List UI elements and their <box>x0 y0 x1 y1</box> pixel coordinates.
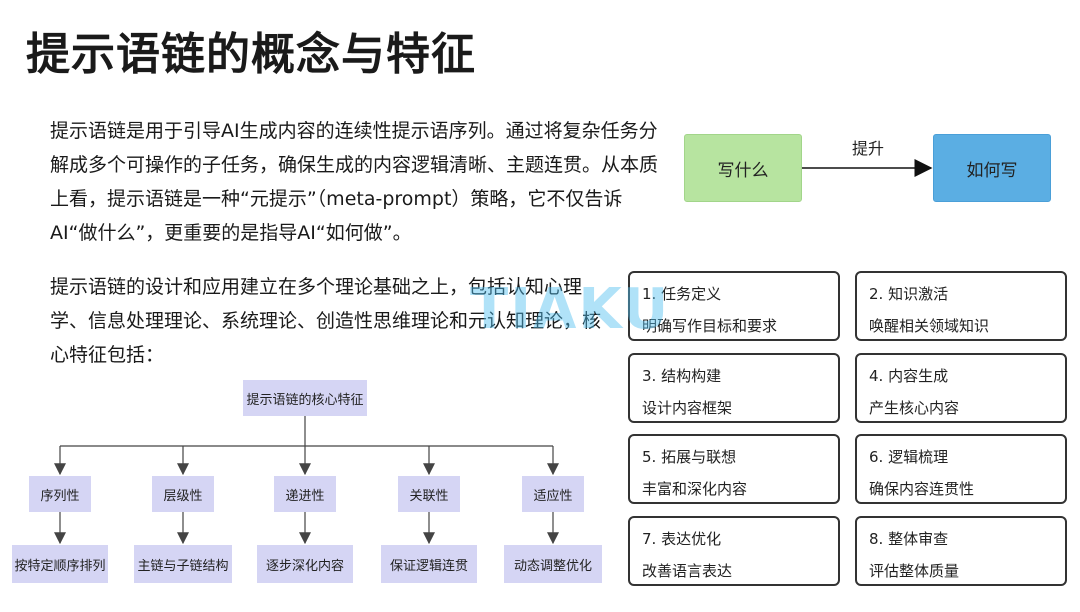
step-desc: 明确写作目标和要求 <box>642 317 778 335</box>
step-desc: 丰富和深化内容 <box>642 480 748 498</box>
step-card-4: 4. 内容生成 产生核心内容 <box>855 353 1067 423</box>
step-desc: 确保内容连贯性 <box>869 480 975 498</box>
watermark: TIAKU <box>470 277 671 342</box>
tree-leaf-relevance: 保证逻辑连贯 <box>381 545 477 583</box>
tree-leaf-progression: 逐步深化内容 <box>257 545 353 583</box>
tree-node-hierarchy: 层级性 <box>152 476 214 512</box>
step-title: 4. 内容生成 <box>869 367 949 385</box>
tree-leaf-adaptability: 动态调整优化 <box>504 545 602 583</box>
step-desc: 改善语言表达 <box>642 562 733 580</box>
step-title: 5. 拓展与联想 <box>642 448 737 466</box>
intro-paragraph: 提示语链是用于引导AI生成内容的连续性提示语序列。通过将复杂任务分解成多个可操作… <box>50 120 659 244</box>
step-card-3: 3. 结构构建 设计内容框架 <box>628 353 840 423</box>
step-title: 1. 任务定义 <box>642 285 722 303</box>
step-desc: 产生核心内容 <box>869 399 960 417</box>
flow-label: 提升 <box>852 139 885 158</box>
tree-node-progression: 递进性 <box>274 476 336 512</box>
flow-box-what: 写什么 <box>684 134 802 202</box>
step-title: 6. 逻辑梳理 <box>869 448 949 466</box>
step-desc: 唤醒相关领域知识 <box>869 317 990 335</box>
step-desc: 评估整体质量 <box>869 562 960 580</box>
tree-node-relevance: 关联性 <box>398 476 460 512</box>
step-title: 7. 表达优化 <box>642 530 722 548</box>
step-card-1: 1. 任务定义 明确写作目标和要求 <box>628 271 840 341</box>
tree-node-adaptability: 适应性 <box>522 476 584 512</box>
tree-node-sequence: 序列性 <box>29 476 91 512</box>
page-title: 提示语链的概念与特征 <box>26 29 476 80</box>
tree-root-node: 提示语链的核心特征 <box>243 380 367 416</box>
step-title: 3. 结构构建 <box>642 367 722 385</box>
tree-leaf-hierarchy: 主链与子链结构 <box>134 545 232 583</box>
step-card-5: 5. 拓展与联想 丰富和深化内容 <box>628 434 840 504</box>
theory-paragraph: 提示语链的设计和应用建立在多个理论基础之上，包括认知心理学、信息处理理论、系统理… <box>50 276 602 366</box>
step-card-8: 8. 整体审查 评估整体质量 <box>855 516 1067 586</box>
step-card-6: 6. 逻辑梳理 确保内容连贯性 <box>855 434 1067 504</box>
tree-leaf-sequence: 按特定顺序排列 <box>12 545 108 583</box>
step-title: 2. 知识激活 <box>869 285 949 303</box>
step-card-2: 2. 知识激活 唤醒相关领域知识 <box>855 271 1067 341</box>
step-desc: 设计内容框架 <box>642 399 733 417</box>
step-card-7: 7. 表达优化 改善语言表达 <box>628 516 840 586</box>
step-title: 8. 整体审查 <box>869 530 949 548</box>
flow-box-how: 如何写 <box>933 134 1051 202</box>
